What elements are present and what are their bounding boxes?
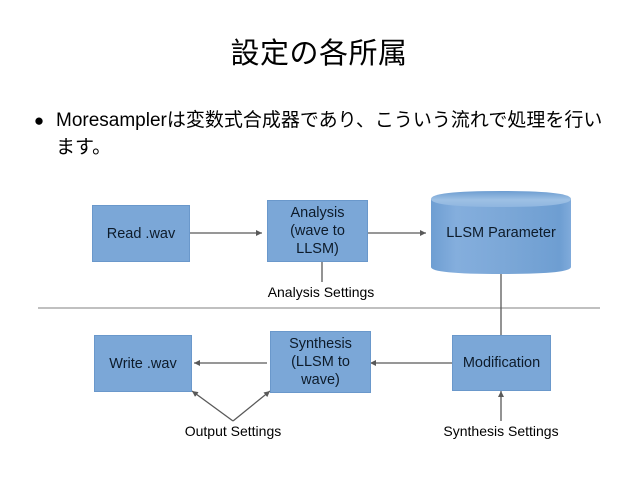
node-read-wav[interactable]: Read .wav <box>92 205 190 262</box>
node-analysis-label-line2: (wave to <box>290 223 345 239</box>
edge-output-settings-to-synthesis <box>232 390 271 422</box>
bullet-list: ● Moresamplerは変数式合成器であり、こういう流れで処理を行います。 <box>22 107 622 161</box>
node-write-wav[interactable]: Write .wav <box>94 335 192 392</box>
edge-label-analysis-settings: Analysis Settings <box>267 284 375 300</box>
node-read-wav-label: Read .wav <box>106 225 176 242</box>
node-llsm-parameter[interactable]: LLSM Parameter <box>431 191 571 274</box>
node-modification[interactable]: Modification <box>452 335 551 391</box>
node-synthesis-label-line1: Synthesis <box>289 336 352 352</box>
list-item: ● Moresamplerは変数式合成器であり、こういう流れで処理を行います。 <box>22 107 622 161</box>
node-synthesis-label-line3: wave) <box>301 372 340 388</box>
node-write-wav-label: Write .wav <box>109 355 177 372</box>
edge-output-settings-to-write <box>191 390 234 422</box>
edge-label-output-settings: Output Settings <box>184 423 282 439</box>
diagram-connectors <box>38 191 600 422</box>
cylinder-shape <box>431 191 571 274</box>
node-analysis-label-line3: LLSM) <box>296 241 339 257</box>
page-title: 設定の各所属 <box>230 38 408 70</box>
node-modification-label: Modification <box>462 355 541 371</box>
node-analysis[interactable]: Analysis (wave to LLSM) <box>267 200 368 262</box>
node-llsm-parameter-label: LLSM Parameter <box>446 224 556 241</box>
bullet-text: Moresamplerは変数式合成器であり、こういう流れで処理を行います。 <box>56 110 603 158</box>
flow-diagram: Read .wav Analysis (wave to LLSM) LLSM P… <box>0 178 638 458</box>
node-analysis-label-line1: Analysis <box>290 205 345 221</box>
edge-label-synthesis-settings: Synthesis Settings <box>443 423 559 439</box>
bullet-marker-icon: ● <box>33 111 45 130</box>
node-synthesis[interactable]: Synthesis (LLSM to wave) <box>270 331 371 393</box>
node-synthesis-label-line2: (LLSM to <box>291 354 350 370</box>
